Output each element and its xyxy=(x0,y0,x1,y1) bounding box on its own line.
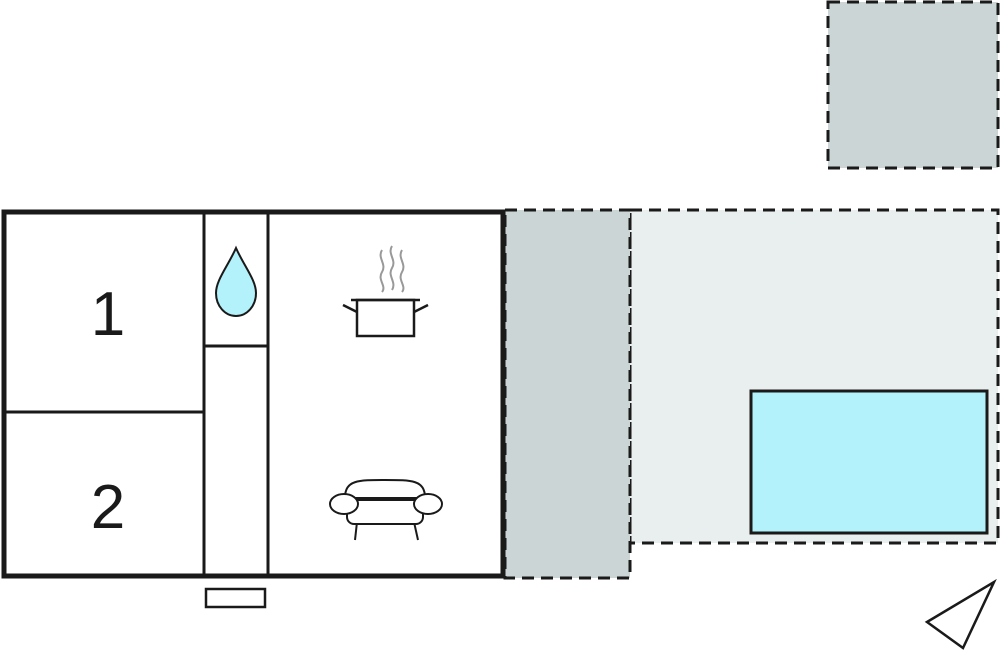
cooking-pot-icon xyxy=(342,245,429,338)
water-drop-icon xyxy=(214,245,258,318)
outbuilding xyxy=(826,0,1000,170)
north-arrow-icon xyxy=(924,578,997,650)
pool xyxy=(749,389,989,535)
house-outline xyxy=(1,209,506,579)
room-label-2: 2 xyxy=(91,473,125,542)
covered-terrace xyxy=(503,208,632,580)
steam-icon xyxy=(379,245,405,293)
doormat-icon xyxy=(204,587,267,609)
sofa-icon xyxy=(329,479,443,541)
interior-walls xyxy=(4,212,270,576)
room-label-1: 1 xyxy=(91,280,125,349)
